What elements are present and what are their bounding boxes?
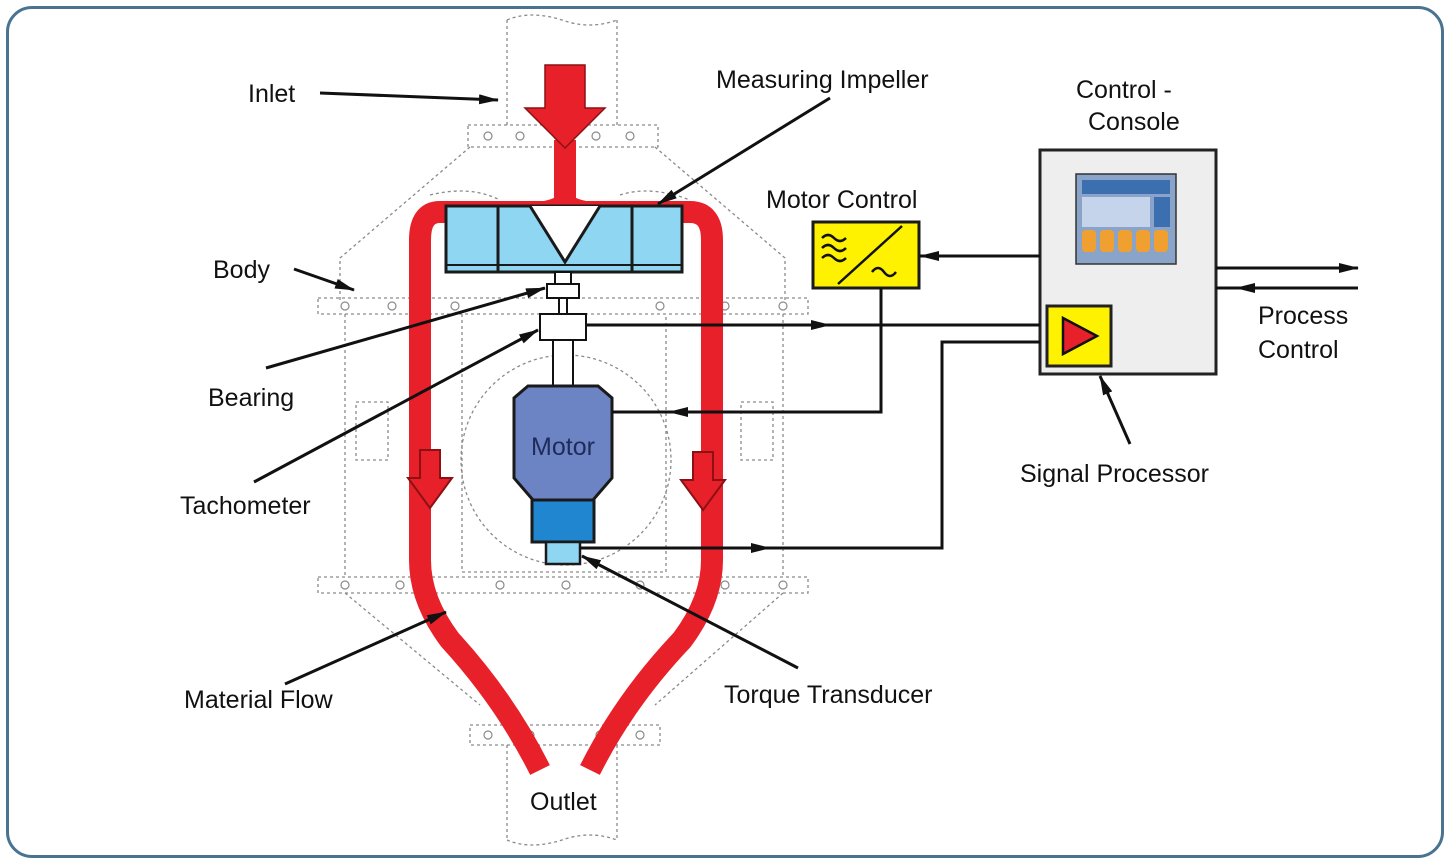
inlet-flow-arrow-icon — [523, 64, 607, 150]
play-triangle-icon — [1061, 315, 1100, 357]
label-signal-processor: Signal Processor — [1020, 460, 1209, 488]
label-material-flow: Material Flow — [184, 686, 334, 714]
label-outlet: Outlet — [530, 788, 597, 816]
label-process-control-2: Control — [1258, 336, 1339, 364]
motor-label: Motor — [531, 433, 595, 461]
label-control-console-2: Console — [1088, 108, 1180, 136]
motor-control-unit — [811, 220, 921, 290]
diagram-frame — [6, 6, 1444, 858]
label-inlet: Inlet — [248, 80, 295, 108]
signal-lines — [580, 251, 1359, 553]
control-console — [1038, 148, 1218, 376]
label-tachometer: Tachometer — [180, 492, 311, 520]
label-bearing: Bearing — [208, 384, 294, 412]
tachometer — [539, 313, 587, 341]
label-process-control-1: Process — [1258, 302, 1348, 330]
label-measuring-impeller: Measuring Impeller — [716, 66, 929, 94]
drive-shaft — [552, 339, 574, 387]
label-torque-transducer: Torque Transducer — [724, 681, 932, 709]
label-motor-control: Motor Control — [766, 186, 917, 214]
flow-down-arrow-right-icon — [679, 451, 727, 512]
callout-arrows — [253, 91, 1132, 686]
label-body: Body — [213, 256, 270, 284]
motor: Motor — [512, 384, 614, 566]
torque-transducer — [530, 498, 596, 544]
label-control-console-1: Control - — [1076, 76, 1172, 104]
shaft-coupling — [554, 271, 572, 285]
bearing — [546, 283, 580, 299]
flow-down-arrow-left-icon — [406, 449, 454, 510]
frequency-converter-icon — [821, 225, 903, 285]
touch-panel-icon — [1075, 173, 1177, 265]
measuring-impeller — [444, 204, 684, 274]
